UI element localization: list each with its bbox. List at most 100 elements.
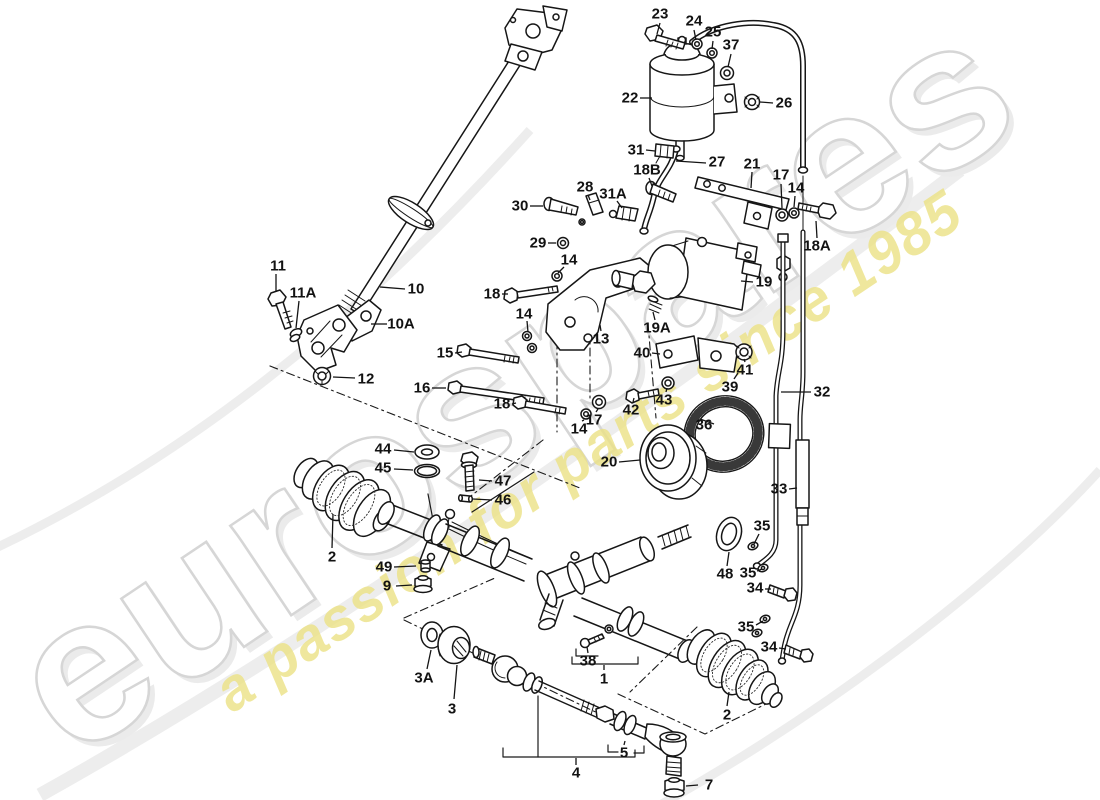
part-label-26: 26 xyxy=(776,95,793,112)
leader-line-18 xyxy=(511,402,517,405)
part-label-11: 11 xyxy=(270,258,286,275)
leader-line-19A xyxy=(652,311,656,321)
part-label-22: 22 xyxy=(622,90,639,107)
part-label-35: 35 xyxy=(740,565,757,582)
watermark-swoosh xyxy=(0,126,534,551)
part-label-25: 25 xyxy=(705,24,722,41)
part-label-47: 47 xyxy=(495,473,512,490)
universal-joint xyxy=(296,299,382,373)
leader-line-25 xyxy=(711,40,714,50)
part-label-35: 35 xyxy=(738,619,755,636)
part-label-45: 45 xyxy=(375,460,392,477)
leader-line-35 xyxy=(755,620,764,626)
part-label-14: 14 xyxy=(571,421,588,438)
part-label-28: 28 xyxy=(577,179,594,196)
part-label-10: 10 xyxy=(408,281,425,298)
watermark-swoosh xyxy=(36,164,965,800)
part-label-43: 43 xyxy=(656,392,673,409)
leader-line-38 xyxy=(586,646,589,654)
bellows-boot xyxy=(686,629,783,709)
leader-line-23 xyxy=(656,22,661,35)
part-label-33: 33 xyxy=(771,481,788,498)
part-label-27: 27 xyxy=(709,154,726,171)
fluid-reservoir xyxy=(644,20,809,231)
leader-line-19 xyxy=(740,280,754,283)
part-label-13: 13 xyxy=(593,331,610,348)
part-label-32: 32 xyxy=(814,384,831,401)
part-label-35: 35 xyxy=(754,518,771,535)
part-label-17: 17 xyxy=(773,167,790,184)
part-label-18: 18 xyxy=(484,286,501,303)
part-label-16: 16 xyxy=(414,380,431,397)
part-label-29: 29 xyxy=(530,235,547,252)
part-label-30: 30 xyxy=(512,198,529,215)
part-label-18: 18 xyxy=(494,396,511,413)
part-label-37: 37 xyxy=(723,37,740,54)
suction-hose xyxy=(543,143,681,282)
part-label-3A: 3A xyxy=(414,670,433,687)
part-label-5: 5 xyxy=(620,745,628,762)
part-label-46: 46 xyxy=(495,492,512,509)
leader-line-10 xyxy=(379,286,406,290)
leader-line-7 xyxy=(685,784,699,787)
part-label-20: 20 xyxy=(601,454,618,471)
part-label-24: 24 xyxy=(686,13,703,30)
part-label-36: 36 xyxy=(696,417,713,434)
part-label-49: 49 xyxy=(376,559,393,576)
part-label-21: 21 xyxy=(744,156,761,173)
leader-line-14 xyxy=(526,320,529,333)
part-label-14: 14 xyxy=(561,252,578,269)
steering-rack-housing xyxy=(293,444,743,669)
leader-line-2 xyxy=(331,513,334,549)
part-label-31: 31 xyxy=(628,142,645,159)
pump-pulley xyxy=(639,424,708,500)
part-label-34: 34 xyxy=(761,639,778,656)
leader-line-15 xyxy=(454,351,463,354)
leader-line-48 xyxy=(726,551,730,567)
pump-mount xyxy=(625,335,753,404)
support-bracket xyxy=(694,176,837,230)
part-label-4: 4 xyxy=(572,765,581,782)
steering-column-shaft xyxy=(332,5,568,327)
hydraulic-lines xyxy=(747,229,814,665)
part-label-9: 9 xyxy=(383,578,391,595)
leader-line-31 xyxy=(645,149,656,152)
part-label-7: 7 xyxy=(705,777,713,794)
leader-line-14 xyxy=(793,195,796,208)
part-label-41: 41 xyxy=(737,362,754,379)
part-label-23: 23 xyxy=(652,6,669,23)
leader-line-47 xyxy=(478,479,493,482)
leader-line-36 xyxy=(699,418,715,425)
leader-line-3A xyxy=(426,649,432,670)
leader-line-27 xyxy=(675,160,707,164)
leader-line-35 xyxy=(753,533,760,545)
part-label-18B: 18B xyxy=(633,162,661,179)
part-label-19A: 19A xyxy=(643,320,671,337)
part-label-14: 14 xyxy=(788,180,805,197)
leader-line-41 xyxy=(743,358,746,363)
leader-line-34 xyxy=(778,647,787,650)
part-label-18A: 18A xyxy=(803,238,831,255)
leader-line-21 xyxy=(750,171,753,189)
leader-line-17 xyxy=(595,408,599,413)
part-label-1: 1 xyxy=(600,671,608,688)
part-label-11A: 11A xyxy=(290,285,317,302)
part-label-39: 39 xyxy=(722,379,739,396)
part-label-48: 48 xyxy=(717,566,734,583)
leader-line-14 xyxy=(557,266,565,274)
leader-line-31A xyxy=(616,200,623,209)
part-label-34: 34 xyxy=(747,580,764,597)
leader-line-17 xyxy=(780,183,783,209)
leader-line-3 xyxy=(453,664,458,700)
leader-line-35 xyxy=(756,568,763,572)
part-label-2: 2 xyxy=(723,707,731,724)
leader-line-12 xyxy=(332,376,356,379)
power-steering-pump xyxy=(611,236,791,314)
group-brackets xyxy=(502,648,645,758)
leader-line-37 xyxy=(727,53,732,68)
leader-line-44 xyxy=(393,449,415,453)
